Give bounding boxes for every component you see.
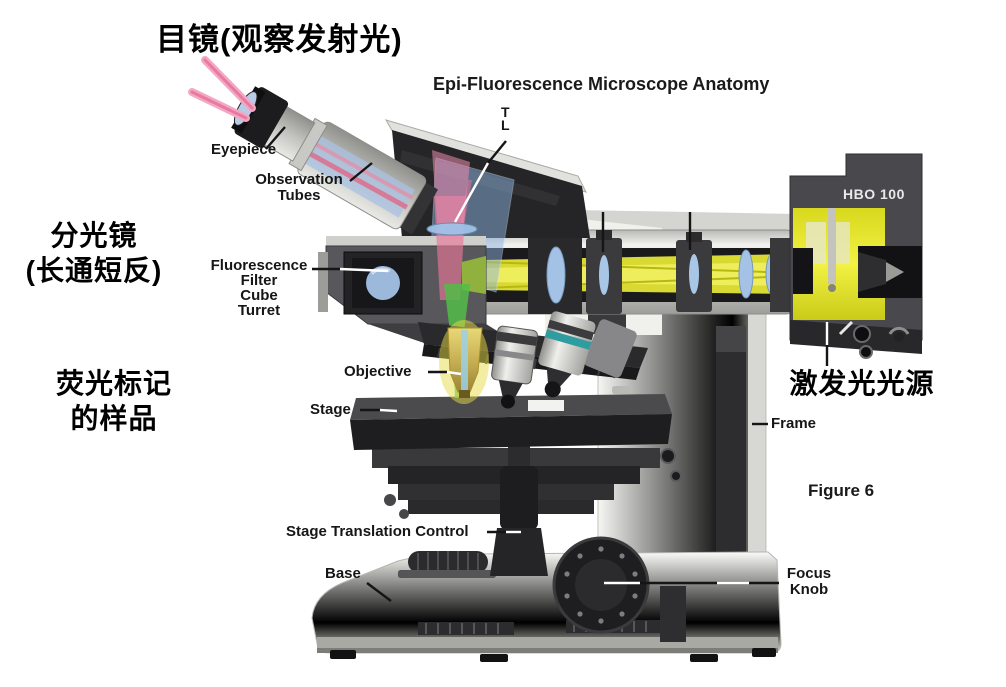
eyepiece-housing bbox=[234, 87, 289, 148]
focus-knob bbox=[552, 536, 650, 634]
emission-light-rays bbox=[188, 56, 256, 122]
tube-lens bbox=[426, 222, 478, 236]
figure-caption: Figure 6 bbox=[808, 481, 875, 500]
title-eyepiece-cn: 目镜(观察发射光) bbox=[156, 22, 403, 57]
label-focus-knob: Focus Knob bbox=[786, 565, 832, 598]
lamp-house bbox=[770, 153, 923, 359]
label-stage-translation-control: Stage Translation Control bbox=[286, 523, 469, 540]
label-observation-tubes: Observation Tubes bbox=[255, 171, 343, 204]
label-tube-lens-partial: T L bbox=[501, 104, 510, 133]
emission-beam-vertical bbox=[432, 150, 470, 300]
label-base: Base bbox=[325, 565, 361, 582]
diagram-title: Epi-Fluorescence Microscope Anatomy bbox=[433, 74, 770, 94]
label-stage: Stage bbox=[310, 401, 351, 418]
relay-lens-1 bbox=[738, 249, 754, 299]
active-objective bbox=[439, 320, 489, 404]
annotation-excitation-source: 激发光光源 bbox=[789, 368, 935, 399]
microscope-base bbox=[311, 551, 782, 662]
leader-lines bbox=[265, 126, 829, 602]
objective-3 bbox=[538, 311, 596, 398]
lamp-adjust-knob bbox=[853, 325, 871, 343]
label-eyepiece: Eyepiece bbox=[211, 141, 277, 158]
label-fluorescence-turret: Fluorescence Filter Cube Turret bbox=[210, 257, 308, 319]
arc-lamp-electrode bbox=[828, 208, 836, 284]
observation-tube-assembly bbox=[231, 86, 438, 235]
objective-2 bbox=[491, 325, 538, 409]
filter-holder-2 bbox=[676, 232, 712, 312]
label-objective: Objective bbox=[344, 363, 412, 380]
illuminator-arm bbox=[462, 229, 797, 315]
field-diaphragm-ring bbox=[398, 551, 496, 578]
label-lamp-model: HBO 100 bbox=[843, 186, 905, 202]
filter-cube-lens bbox=[366, 266, 400, 300]
objective-rear bbox=[583, 319, 637, 378]
label-frame: Frame bbox=[771, 415, 817, 432]
annotation-beam-splitter: 分光镜 (长通短反) bbox=[25, 220, 163, 286]
annotation-sample: 荧光标记 的样品 bbox=[55, 368, 172, 434]
leader-lines-white bbox=[339, 162, 829, 585]
collector-lens bbox=[546, 246, 566, 304]
